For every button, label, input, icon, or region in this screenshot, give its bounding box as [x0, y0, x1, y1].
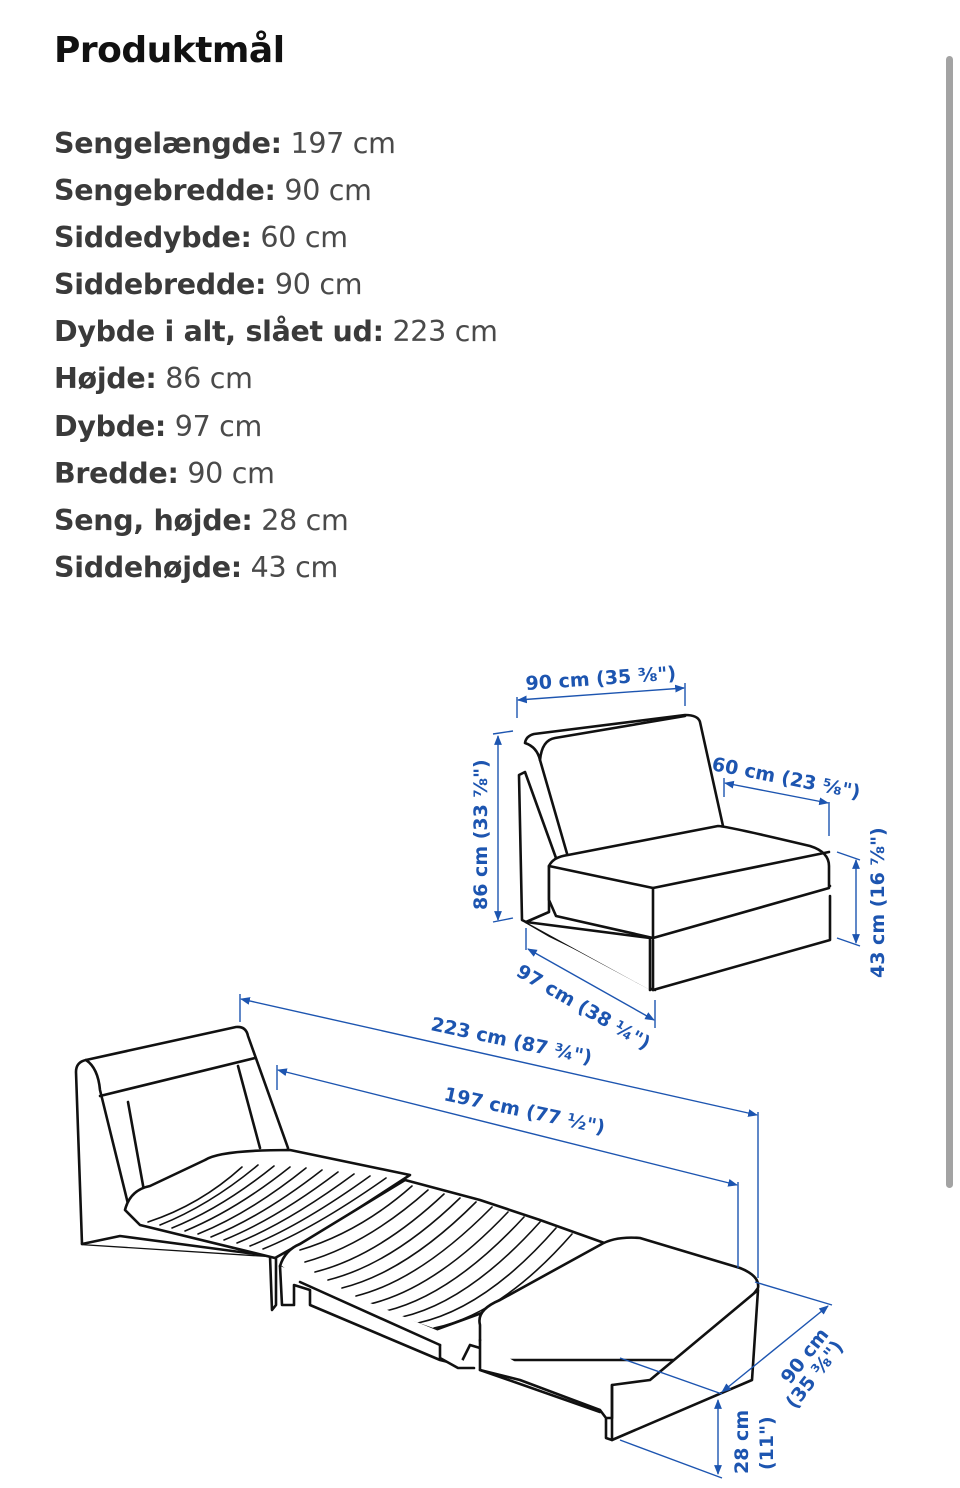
spec-value: 43 cm	[250, 550, 339, 584]
spec-seat-width: Siddebredde: 90 cm	[54, 261, 498, 308]
spec-value: 90 cm	[284, 174, 372, 208]
spec-value: 223 cm	[392, 315, 498, 349]
bed-illustration	[74, 1025, 760, 1442]
spec-bed-height: Seng, højde: 28 cm	[54, 497, 498, 544]
spec-value: 86 cm	[165, 362, 253, 396]
spec-label: Sengelængde:	[54, 127, 282, 160]
spec-label: Siddehøjde:	[54, 550, 242, 584]
spec-value: 197 cm	[290, 127, 396, 160]
chair-seat-depth-label: 60 cm (23 ⅝")	[710, 753, 862, 803]
bed-dimension-lines	[239, 994, 833, 1479]
spec-value: 97 cm	[174, 409, 263, 443]
spec-height: Højde: 86 cm	[54, 355, 498, 402]
spec-label: Seng, højde:	[54, 503, 253, 537]
spec-label: Bredde:	[54, 456, 179, 490]
spec-seat-height: Siddehøjde: 43 cm	[54, 544, 498, 591]
dimension-spec-list: Sengelængde: 197 cm Sengebredde: 90 cm S…	[54, 120, 498, 591]
spec-value: 90 cm	[187, 456, 275, 490]
spec-value: 28 cm	[261, 503, 349, 537]
spec-label: Siddebredde:	[54, 268, 267, 302]
bed-height-label-line1: 28 cm	[731, 1410, 753, 1474]
spec-label: Dybde i alt, slået ud:	[54, 315, 384, 349]
vertical-scrollbar-thumb[interactable]	[946, 56, 953, 1188]
page-title: Produktmål	[54, 30, 285, 71]
chair-seat-height-label: 43 cm (16 ⅞")	[867, 827, 889, 978]
spec-label: Siddedybde:	[54, 221, 252, 255]
bed-total-depth-label: 223 cm (87 ¾")	[429, 1013, 594, 1069]
dimension-diagram: 90 cm (35 ⅜") 60 cm (23 ⅝") 86 cm (33 ⅞"…	[74, 663, 889, 1479]
spec-value: 90 cm	[274, 268, 363, 302]
spec-depth: Dybde: 97 cm	[54, 403, 498, 450]
spec-width: Bredde: 90 cm	[54, 450, 498, 497]
chair-height-label: 86 cm (33 ⅞")	[470, 759, 492, 910]
spec-label: Sengebredde:	[54, 174, 276, 208]
bed-length-label: 197 cm (77 ½")	[442, 1083, 607, 1139]
spec-label: Dybde:	[54, 409, 166, 443]
chair-illustration	[517, 713, 832, 992]
spec-bed-length: Sengelængde: 197 cm	[54, 120, 498, 167]
spec-bed-width: Sengebredde: 90 cm	[54, 167, 498, 214]
bed-height-label-line2: (11")	[756, 1416, 778, 1470]
spec-seat-depth: Siddedybde: 60 cm	[54, 214, 498, 261]
spec-label: Højde:	[54, 362, 157, 396]
spec-total-depth-extended: Dybde i alt, slået ud: 223 cm	[54, 308, 498, 355]
spec-value: 60 cm	[260, 221, 348, 255]
